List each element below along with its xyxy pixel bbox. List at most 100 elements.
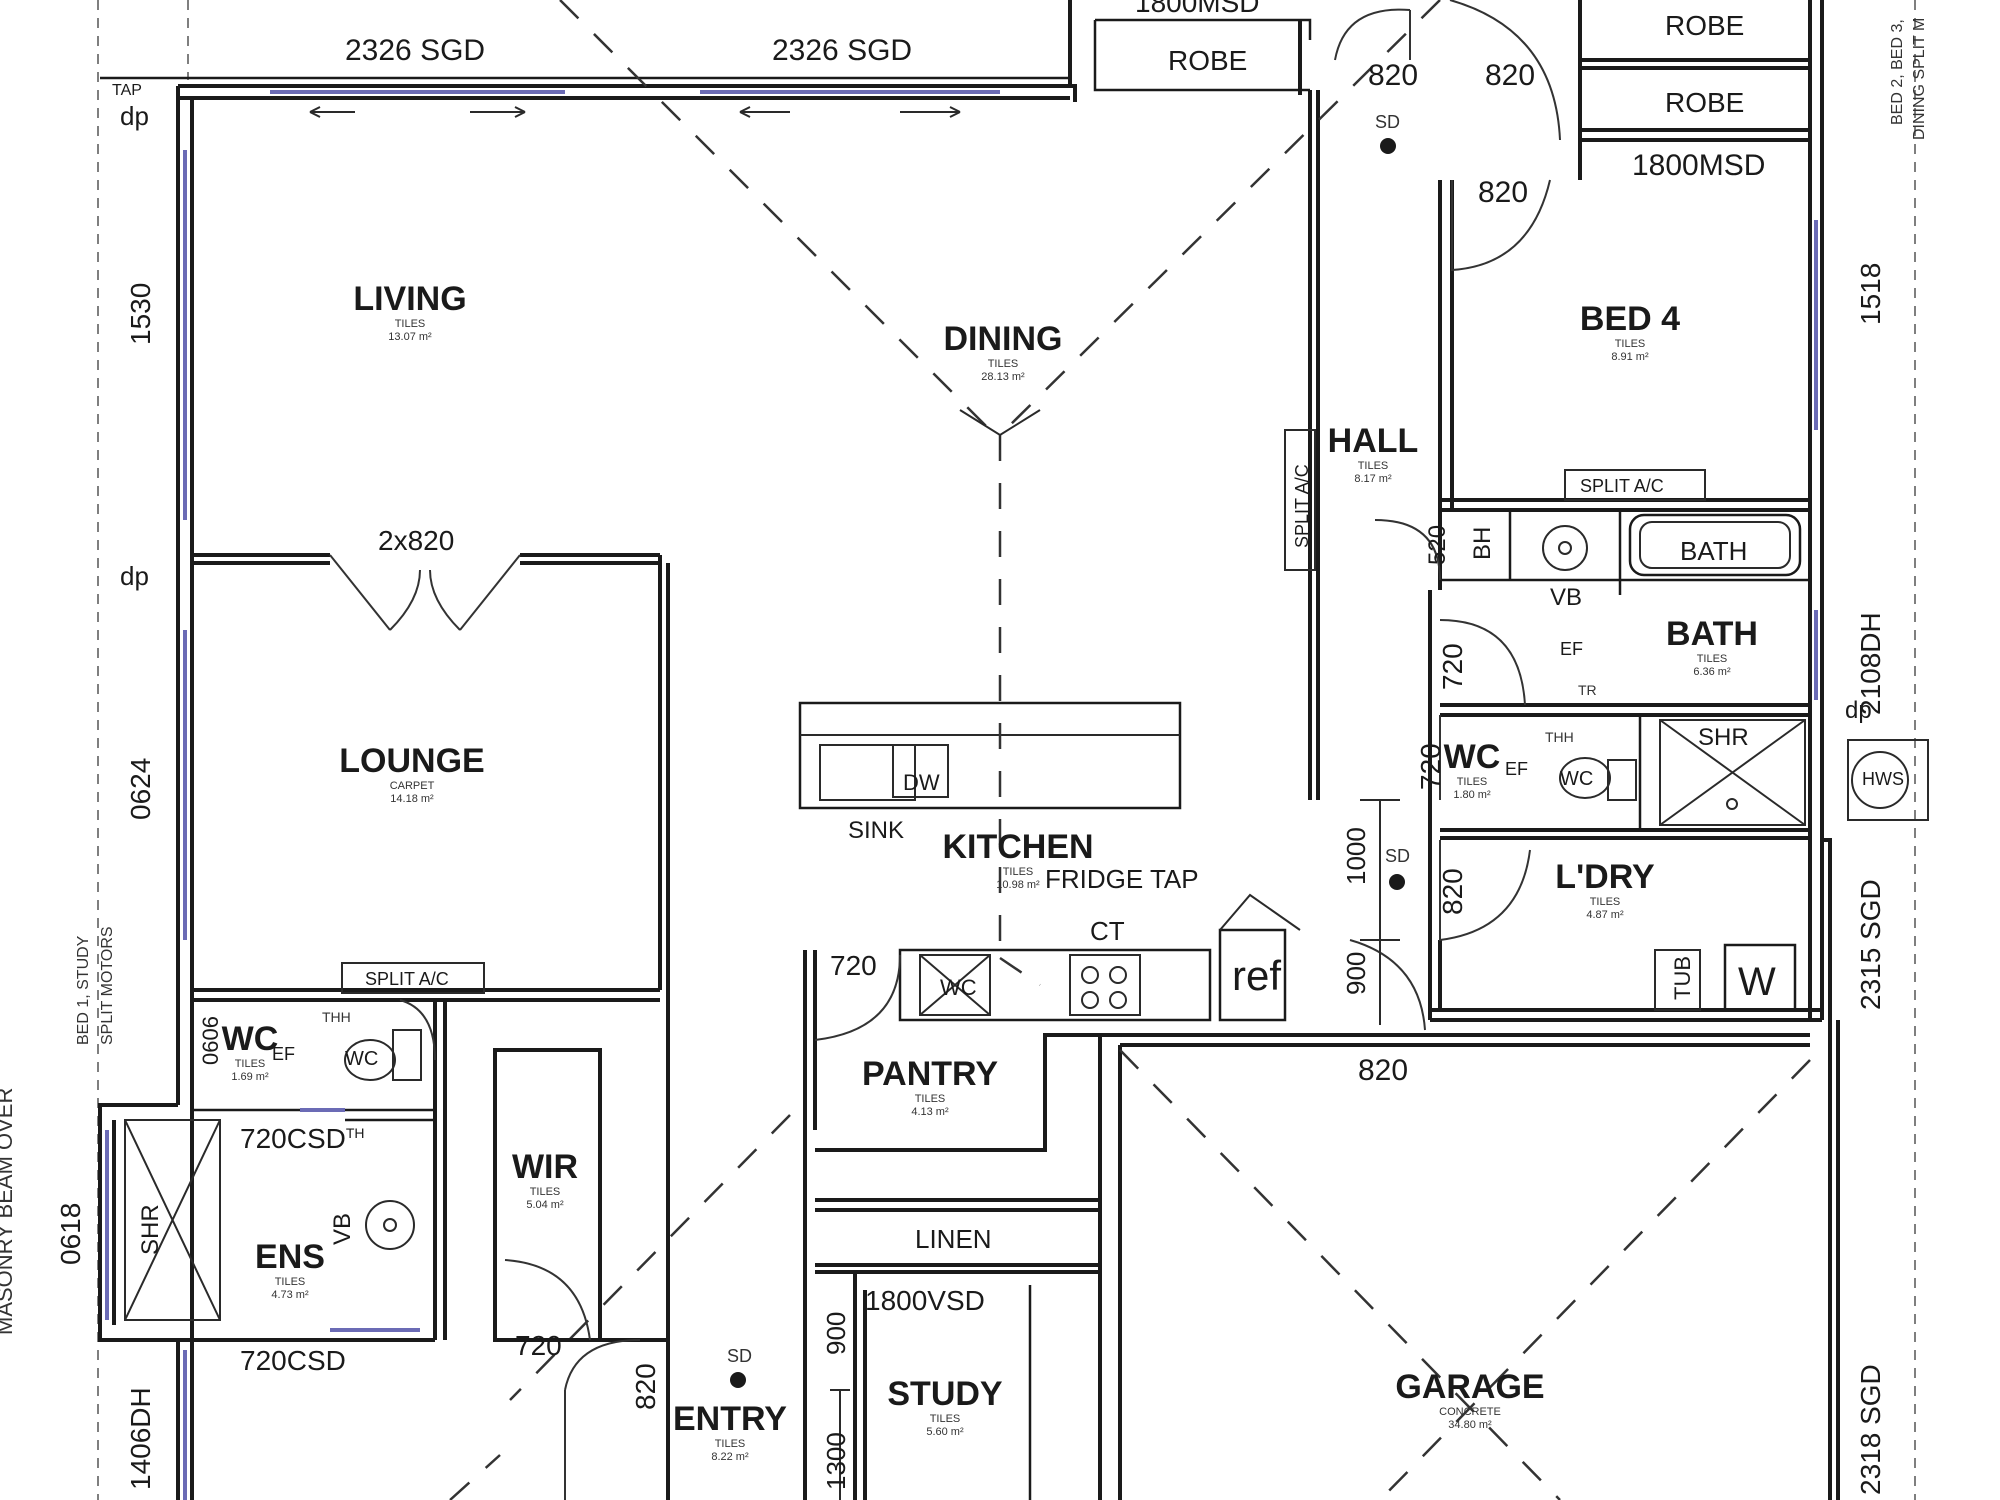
- room-name-laundry: L'DRY: [1555, 858, 1655, 896]
- sd-hall: [1380, 138, 1396, 154]
- door-720-d: 720: [515, 1330, 562, 1361]
- room-wc-ens: WC TILES 1.69 m²: [222, 1020, 279, 1083]
- linen-label: LINEN: [915, 1224, 992, 1254]
- sd-hall-2: [1389, 874, 1405, 890]
- wall-robe-right: [1578, 0, 1810, 180]
- wall-bath-divider: [1508, 510, 1622, 595]
- room-area-bath: 6.36 m²: [1693, 666, 1731, 678]
- door-bed4[interactable]: [1451, 179, 1551, 272]
- vb-label-bath: VB: [1550, 584, 1582, 611]
- wall-pantry-bottom: [815, 1033, 1100, 1152]
- wall-top: [178, 84, 1077, 102]
- room-name-bath: BATH: [1666, 615, 1758, 653]
- room-area-living: 13.07 m²: [388, 331, 432, 343]
- split-ac-lounge: SPLIT A/C: [365, 969, 449, 989]
- vsd-label: 1800VSD: [865, 1285, 985, 1316]
- dp-label-1: dp: [120, 101, 149, 131]
- kitchen-island: [798, 701, 1182, 810]
- room-floor-lounge: CARPET: [390, 780, 435, 792]
- room-name-dining: DINING: [944, 320, 1063, 358]
- wc-pan-ens: [344, 1039, 396, 1081]
- tr-label: TR: [1578, 682, 1597, 698]
- room-name-ens: ENS: [255, 1238, 325, 1276]
- robe-top-label: ROBE: [1168, 45, 1247, 76]
- bed23-1: BED 2, BED 3,: [1889, 19, 1906, 125]
- door-820-d: 820: [1358, 1054, 1408, 1087]
- wall-bed4-top: [1580, 128, 1810, 142]
- door-820-c: 820: [1478, 176, 1528, 209]
- room-bed4: BED 4 TILES 8.91 m²: [1580, 300, 1680, 363]
- msd-top-label: 1800MSD: [1135, 0, 1260, 18]
- door-ldry[interactable]: [1439, 840, 1531, 942]
- split-ac-lounge-box: [341, 962, 485, 994]
- room-floor-hall: TILES: [1358, 460, 1389, 472]
- wall-ldry-bottom: [1430, 1008, 1822, 1022]
- room-name-study: STUDY: [887, 1375, 1003, 1413]
- ceiling-dash-2: [999, 0, 1441, 436]
- dining-vee: [959, 409, 1041, 450]
- door-wc-ens[interactable]: [399, 999, 436, 1061]
- room-floor-garage: CONCRETE: [1439, 1406, 1501, 1418]
- vb-ens: [365, 1200, 415, 1250]
- wc-pan-label-2: WC: [345, 1048, 378, 1070]
- wall-wc-top: [1440, 703, 1810, 717]
- door-hall-top[interactable]: [1334, 8, 1411, 61]
- sd-label-1: SD: [1375, 112, 1400, 132]
- dw-label: DW: [903, 770, 940, 795]
- door-820-f: 820: [630, 1363, 661, 1410]
- ef-label-2: EF: [1505, 759, 1528, 779]
- wc-pan-main: [1559, 757, 1611, 799]
- lounge-double-door[interactable]: [329, 554, 521, 631]
- door-entry[interactable]: [564, 1339, 641, 1500]
- door-robe[interactable]: [1449, 0, 1561, 141]
- shr-label-2: SHR: [1698, 724, 1749, 751]
- room-floor-dining: TILES: [988, 358, 1019, 370]
- split-ac-bed4: SPLIT A/C: [1580, 476, 1664, 496]
- dim-0624: 0624: [125, 758, 156, 820]
- room-name-hall: HALL: [1328, 422, 1419, 460]
- room-area-bed4: 8.91 m²: [1611, 351, 1649, 363]
- room-name-living: LIVING: [353, 280, 466, 318]
- wc-pan-label-3: WC: [940, 975, 977, 1000]
- room-bath: BATH TILES 6.36 m²: [1666, 615, 1758, 678]
- door-820-e: 820: [1437, 868, 1468, 915]
- door-bath[interactable]: [1439, 619, 1526, 706]
- room-laundry: L'DRY TILES 4.87 m²: [1555, 858, 1655, 921]
- room-floor-entry: TILES: [715, 1438, 746, 1450]
- room-garage: GARAGE CONCRETE 34.80 m²: [1395, 1368, 1544, 1431]
- room-name-lounge: LOUNGE: [339, 742, 484, 780]
- dim-1530: 1530: [125, 283, 156, 345]
- room-wc-main: WC TILES 1.80 m²: [1444, 738, 1501, 801]
- shr-label-ens: SHR: [137, 1204, 164, 1255]
- wall-left-lower: [176, 1340, 194, 1500]
- sink-basin: [819, 744, 916, 801]
- cooktop: [1069, 954, 1141, 1016]
- shower-2: [1659, 719, 1806, 826]
- dim-1518: 1518: [1855, 263, 1886, 325]
- room-area-study: 5.60 m²: [926, 1426, 964, 1438]
- room-lounge: LOUNGE CARPET 14.18 m²: [339, 742, 484, 805]
- room-name-wc-ens: WC: [222, 1020, 279, 1058]
- wall-hall-left: [1308, 90, 1320, 800]
- room-floor-wir: TILES: [530, 1186, 561, 1198]
- door-bh[interactable]: [1374, 519, 1441, 581]
- entry-dash-2: [449, 1454, 501, 1500]
- room-floor-wc-ens: TILES: [235, 1058, 266, 1070]
- wall-lounge-bottom: [192, 988, 660, 1002]
- room-name-kitchen: KITCHEN: [942, 828, 1093, 866]
- door-pantry[interactable]: [814, 954, 901, 1041]
- dim-1000: 1000: [1341, 827, 1371, 885]
- room-kitchen: KITCHEN TILES 10.98 m²: [942, 828, 1093, 891]
- door-wir[interactable]: [504, 1259, 591, 1341]
- wall-pantry-left: [803, 950, 817, 1500]
- room-name-wir: WIR: [512, 1148, 578, 1186]
- door-garage[interactable]: [1349, 939, 1426, 1031]
- garage-diagonal-1: [1119, 1049, 1561, 1500]
- vb-basin: [1542, 525, 1588, 571]
- msd-bed4-label: 1800MSD: [1632, 149, 1765, 182]
- fridge-space: [1218, 928, 1287, 1022]
- sd-label-2: SD: [1385, 846, 1410, 866]
- wall-wir-left: [433, 1000, 447, 1340]
- room-floor-wc-main: TILES: [1457, 776, 1488, 788]
